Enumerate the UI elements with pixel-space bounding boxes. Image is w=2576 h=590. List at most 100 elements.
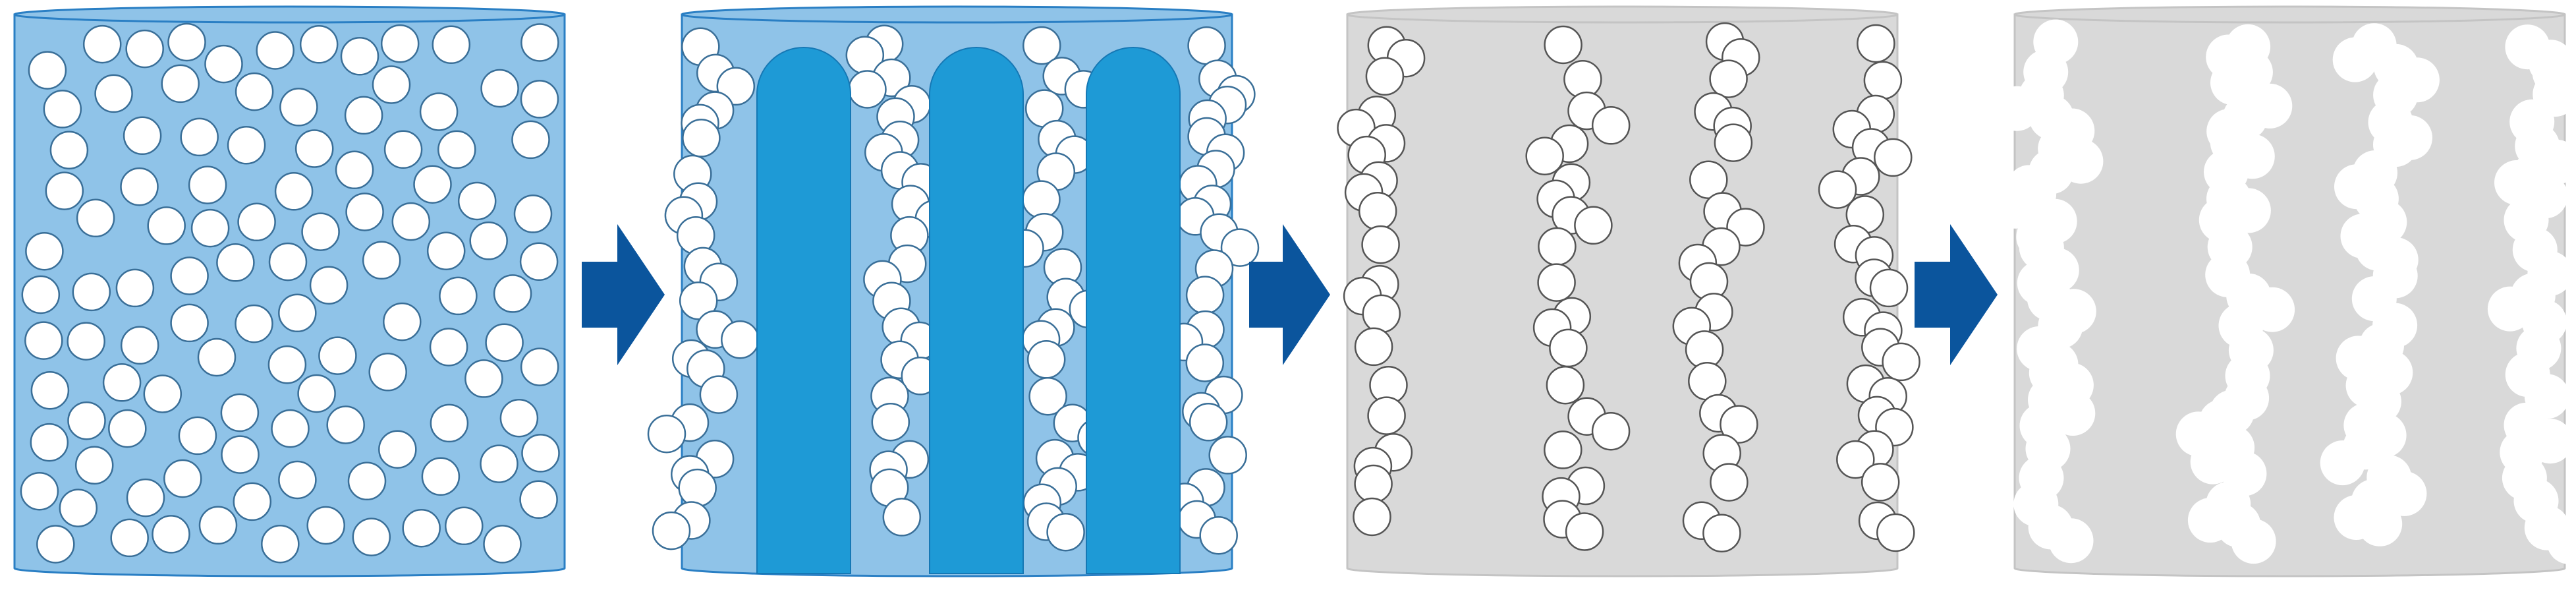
particle (256, 31, 294, 70)
particle (120, 326, 159, 365)
particle (1026, 340, 1066, 379)
particle (2231, 519, 2276, 564)
particle (188, 165, 227, 204)
particle (1028, 376, 1067, 416)
particle (1591, 106, 1631, 145)
particle (1857, 24, 1895, 63)
stage-4-top-rim (2013, 5, 2566, 24)
particle (437, 130, 476, 169)
particle (340, 37, 379, 76)
particle (190, 208, 230, 248)
particle (1189, 403, 1228, 442)
particle (483, 525, 522, 564)
particle (110, 518, 149, 558)
particle (152, 515, 190, 554)
particle (161, 64, 200, 103)
particle (2487, 286, 2533, 332)
particle (301, 212, 340, 251)
particle (163, 459, 202, 498)
particle (1574, 206, 1613, 245)
particle (2546, 519, 2576, 564)
particle (345, 192, 384, 231)
particle (2332, 37, 2378, 82)
particle (306, 506, 345, 545)
particle (699, 375, 739, 414)
particle (521, 434, 560, 473)
particle (278, 460, 317, 500)
particle (235, 304, 273, 343)
particle (1537, 263, 1576, 302)
particle (1546, 365, 1585, 405)
particle (383, 302, 422, 341)
particle (147, 206, 186, 245)
particle (368, 353, 407, 392)
particle (1358, 192, 1397, 231)
particle (1046, 512, 1085, 552)
particle (430, 403, 469, 443)
arrow-2-right-arrow (1249, 224, 1330, 365)
freezing-column (756, 47, 851, 574)
particle (1525, 136, 1564, 175)
stage-2-top-rim (681, 5, 1233, 24)
particle (278, 293, 317, 333)
particle (1863, 61, 1903, 100)
particle (413, 165, 452, 204)
particle (197, 338, 237, 377)
particle (344, 96, 383, 135)
particle (1861, 463, 1900, 502)
stage-1-body (13, 13, 566, 577)
particle (380, 24, 420, 63)
particle (520, 80, 559, 119)
particle (1874, 138, 1913, 177)
particle (274, 172, 314, 211)
particle (30, 370, 70, 410)
particle (1720, 405, 1758, 444)
particle (402, 508, 441, 548)
particle (94, 74, 133, 113)
particle (1354, 464, 1393, 504)
stage-1-top-rim (13, 5, 566, 24)
particle (848, 70, 887, 109)
particle (180, 117, 219, 157)
particle (2048, 518, 2094, 564)
particle (520, 23, 559, 62)
particle (220, 393, 260, 432)
particle (347, 461, 387, 501)
particle (1818, 170, 1857, 209)
particle (178, 416, 217, 456)
particle (679, 281, 718, 320)
particle (1714, 123, 1753, 162)
stage-1-panel (13, 5, 566, 577)
particle (326, 405, 365, 444)
particle (49, 131, 89, 169)
particle (1565, 512, 1604, 551)
particle (20, 471, 59, 511)
particle (43, 90, 82, 129)
particle (198, 506, 238, 545)
particle (143, 374, 182, 413)
particle (59, 488, 98, 527)
particle (1538, 227, 1577, 266)
particle (372, 65, 411, 104)
particle (721, 320, 760, 359)
particle (82, 24, 122, 64)
particle (432, 25, 471, 65)
particle (1591, 411, 1631, 451)
particle (216, 243, 255, 282)
particle (647, 414, 686, 454)
particle (1022, 180, 1061, 219)
arrow-3-right-arrow (1915, 224, 1998, 365)
freezing-column (929, 47, 1024, 574)
particle (120, 167, 159, 206)
stage-2-panel (647, 5, 1260, 577)
particle (28, 51, 67, 90)
particle (102, 363, 142, 402)
particle (167, 22, 206, 62)
particle (1544, 25, 1582, 65)
particle (439, 276, 478, 316)
particle (30, 423, 69, 462)
particle (445, 506, 484, 546)
particle (170, 256, 209, 295)
particle (1022, 26, 1061, 65)
particle (271, 409, 310, 448)
